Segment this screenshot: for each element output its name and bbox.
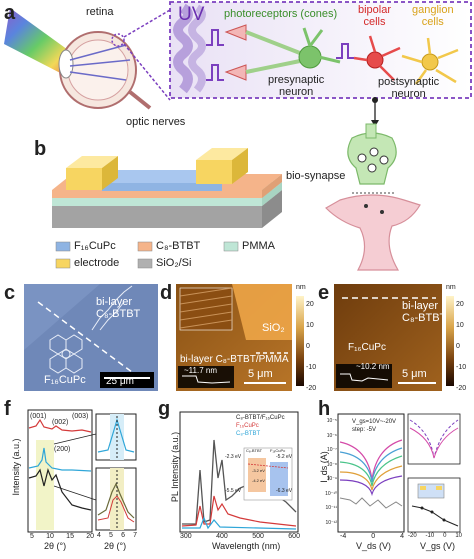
colorbar-d: [296, 296, 304, 386]
photoreceptors-label: photoreceptors (cones): [224, 8, 338, 20]
height-label-d: ~11.7 nm: [184, 366, 217, 375]
panel-label-g: g: [158, 398, 171, 420]
f16cupc-label-c: F₁₆CuPc: [44, 374, 86, 386]
legend-g: C₈-BTBT/F₁₆CuPc F₁₆CuPc C₈-BTBT: [236, 415, 285, 437]
panel-g: [179, 411, 299, 533]
pl-series-c8btbt: [182, 516, 297, 530]
panel-f-axes: [27, 409, 93, 533]
band-right-1: -5.2 eV: [276, 454, 293, 460]
band-name-1: C₈-BTBT: [246, 448, 263, 453]
pl-series-f16cupc: [181, 495, 297, 527]
band-left-2: -5.5 eV: [225, 488, 242, 494]
scale-label-c: 25 μm: [106, 376, 134, 387]
scale-label-e: 5 μm: [402, 368, 427, 380]
legend-c8btbt: C₈-BTBT: [156, 240, 201, 252]
xlabel-inset-f: 2θ (°): [104, 541, 127, 551]
pulse-icon: [206, 29, 224, 46]
bio-synapse-icon: [325, 123, 421, 271]
panel-e: [334, 284, 454, 391]
panel-label-h: h: [318, 398, 331, 420]
colorbar-e: [446, 296, 454, 386]
panel-label-a: a: [4, 2, 16, 24]
panel-b-legend: [55, 241, 239, 269]
electrode-left: [66, 168, 102, 190]
ylabel-f: Intensity (a.u.): [11, 438, 21, 496]
presynaptic-neuron-icon: [298, 45, 322, 69]
panel-h-axes: [337, 413, 405, 533]
eye-lens: [58, 49, 74, 79]
inset-transfer: [407, 413, 461, 465]
panel-label-f: f: [4, 398, 11, 420]
peak-003: (003): [72, 413, 89, 420]
panel-label-e: e: [318, 282, 330, 304]
legend-sio2si: SiO₂/Si: [156, 257, 192, 269]
xrd-series-red: [28, 418, 92, 433]
panel-c: [24, 284, 158, 391]
legend-electrode: electrode: [74, 257, 120, 269]
band-right-2: -6.3 eV: [276, 488, 293, 494]
xrd-series-black: [28, 468, 92, 511]
panel-f: [27, 409, 137, 533]
xlabel-g: Wavelength (nm): [212, 541, 281, 551]
cbar-unit-d: nm: [296, 284, 306, 291]
band-left-1: -2.3 eV: [225, 454, 242, 460]
bilayer-label-d: bi-layer C₈-BTBT/PMMA: [180, 354, 289, 365]
optic-nerve: [128, 90, 152, 110]
scale-label-d: 5 μm: [248, 368, 273, 380]
band-mid-1: -3.2 eV: [252, 468, 265, 473]
xrd-series-blue: [28, 447, 92, 472]
legend-pmma: PMMA: [242, 240, 275, 252]
panel-label-d: d: [160, 282, 173, 304]
panel-g-axes: [179, 411, 299, 533]
panel-b: [52, 123, 421, 271]
optic-nerves-label: optic nerves: [126, 116, 186, 128]
xlabel-h: V_ds (V): [356, 541, 392, 551]
peak-002: (002): [52, 419, 69, 426]
panel-a: [4, 1, 472, 127]
height-label-e: ~10.2 nm: [356, 362, 390, 371]
xlabel2-h: V_gs (V): [420, 541, 456, 551]
c8btbt-molecule-icon: [91, 285, 133, 331]
xlabel-f: 2θ (°): [44, 541, 67, 551]
bio-synapse-label: bio-synapse: [286, 170, 346, 182]
cbar-unit-e: nm: [446, 284, 456, 291]
ylabel-g: PL Intensity (a.u.): [170, 431, 180, 503]
f16cupc-label-e: F₁₆CuPc: [348, 342, 386, 353]
f16cupc-molecule-icon: [49, 334, 83, 374]
peak-200: (200): [54, 446, 71, 453]
retina-detail-box: [169, 1, 472, 99]
panel-h: [337, 413, 461, 533]
panel-label-b: b: [34, 138, 47, 160]
band-mid-2: -4.2 eV: [252, 478, 265, 483]
light-beam: [4, 8, 75, 78]
sio2-label: SiO₂: [262, 322, 285, 334]
scale-bar-c: [100, 372, 154, 388]
peak-001: (001): [30, 413, 47, 420]
ganglion-cell-icon: [421, 53, 439, 71]
panel-label-c: c: [4, 282, 16, 304]
panel-d: [176, 284, 304, 391]
legend-f16cupc: F₁₆CuPc: [74, 240, 116, 252]
uv-label: UV: [178, 4, 205, 25]
band-name-2: F₁₆CuPc: [270, 448, 286, 453]
electrode-right: [196, 160, 232, 184]
retina-label: retina: [86, 6, 114, 18]
